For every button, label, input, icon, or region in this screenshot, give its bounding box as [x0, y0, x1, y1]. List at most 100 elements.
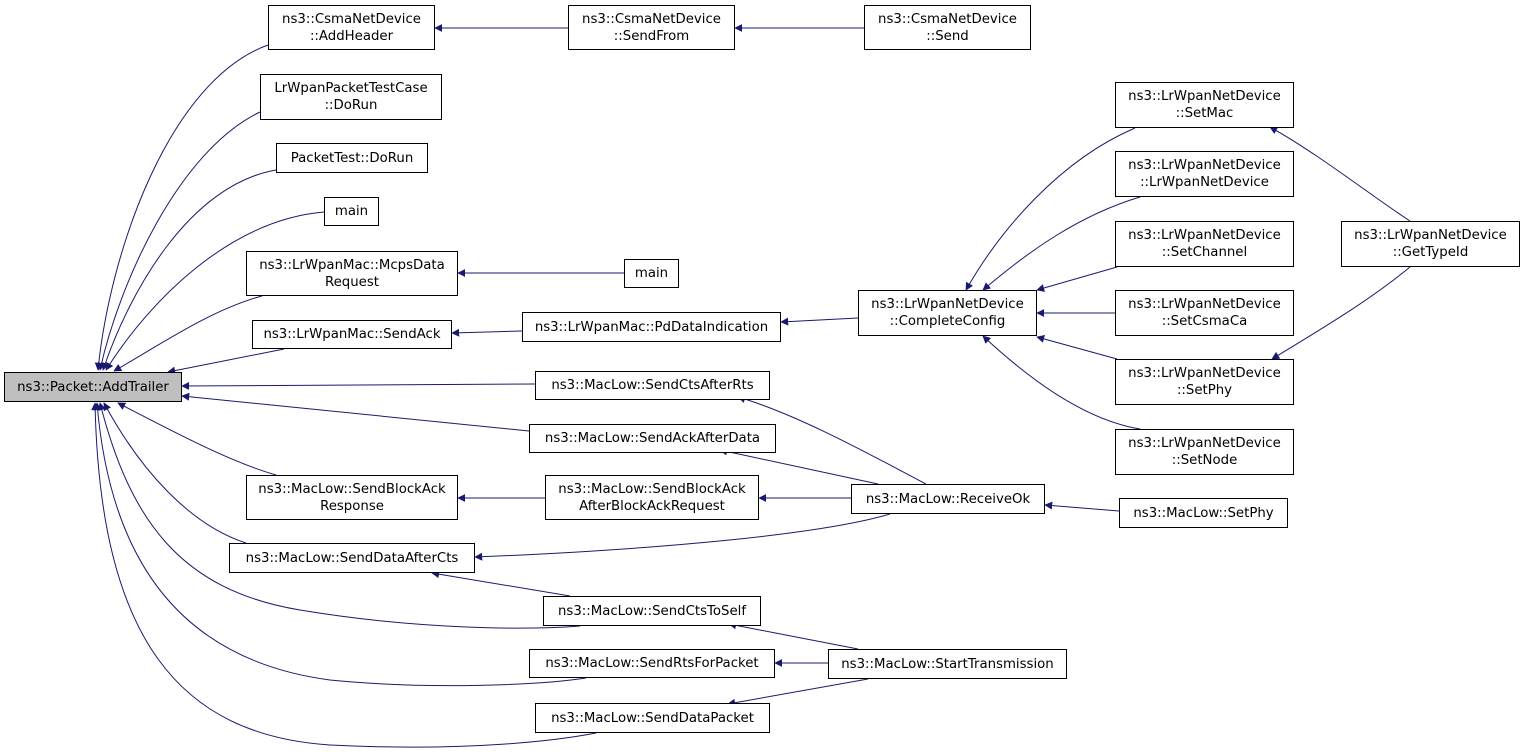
node-label: PacketTest::DoRun	[290, 150, 414, 166]
node-label: ::DoRun	[324, 98, 378, 113]
node-label: ns3::LrWpanMac::PdDataIndication	[534, 319, 769, 335]
node-send-data-packet[interactable]: ns3::MacLow::SendDataPacket	[535, 703, 770, 733]
node-label: ns3::MacLow::SendDataAfterCts	[245, 550, 459, 566]
node-maclow-set-phy[interactable]: ns3::MacLow::SetPhy	[1119, 498, 1288, 528]
node-main-1[interactable]: main	[324, 197, 379, 226]
edge-pd-to-send-ack	[451, 328, 523, 337]
node-label: ::SetChannel	[1161, 245, 1248, 260]
node-set-node[interactable]: ns3::LrWpanNetDevice ::SetNode	[1115, 429, 1294, 475]
node-label: ns3::LrWpanNetDevice	[1128, 158, 1281, 173]
node-block-ack-after-request[interactable]: ns3::MacLow::SendBlockAck AfterBlockAckR…	[545, 475, 759, 520]
edge-set-phy-to-complete-config	[1036, 335, 1118, 360]
node-label: ns3::LrWpanNetDevice	[1128, 228, 1281, 243]
edge-get-type-id-to-set-mac	[1269, 126, 1411, 222]
node-label: ns3::LrWpanNetDevice	[1128, 297, 1281, 312]
node-label: ns3::MacLow::SendDataPacket	[551, 710, 754, 726]
edge-receive-ok-to-ack-after-data	[719, 447, 879, 485]
edge-block-ack-response-to-trailer	[117, 402, 277, 476]
edge-cts-to-self-to-trailer	[97, 402, 581, 629]
edge-set-mac-to-complete-config	[965, 127, 1136, 291]
node-label: ns3::MacLow::SendAckAfterData	[544, 431, 761, 446]
node-send-ack[interactable]: ns3::LrWpanMac::SendAck	[252, 320, 452, 349]
node-label: ns3::LrWpanNetDevice	[1128, 436, 1281, 451]
edge-data-packet-to-trailer	[91, 402, 597, 748]
node-label: ::AddHeader	[309, 28, 394, 44]
node-label: ns3::CsmaNetDevice	[282, 11, 421, 27]
node-label: LrWpanPacketTestCase	[274, 81, 428, 96]
edge-get-type-id-to-set-phy	[1271, 266, 1411, 360]
node-csma-add-header[interactable]: ns3::CsmaNetDevice ::AddHeader	[268, 5, 435, 50]
node-send-rts-for-packet[interactable]: ns3::MacLow::SendRtsForPacket	[529, 649, 775, 678]
node-get-type-id[interactable]: ns3::LrWpanNetDevice ::GetTypeId	[1341, 221, 1520, 267]
node-label: AfterBlockAckRequest	[579, 498, 725, 514]
node-label: ::CompleteConfig	[889, 314, 1006, 329]
edge-main1-to-trailer	[105, 211, 325, 371]
node-label: ns3::Packet::AddTrailer	[17, 379, 169, 395]
node-csma-send-from[interactable]: ns3::CsmaNetDevice ::SendFrom	[568, 5, 735, 50]
node-label: ns3::LrWpanNetDevice	[1128, 89, 1281, 104]
node-label: ns3::LrWpanNetDevice	[1354, 228, 1507, 243]
edge-ack-after-data-to-trailer	[181, 392, 530, 432]
node-label: Request	[324, 274, 379, 290]
node-set-mac[interactable]: ns3::LrWpanNetDevice ::SetMac	[1115, 82, 1294, 128]
edge-rts-for-packet-to-trailer	[93, 402, 587, 687]
node-packet-test[interactable]: PacketTest::DoRun	[276, 143, 428, 173]
node-label: ::SetNode	[1171, 453, 1238, 468]
edge-lrwpan-test-to-trailer	[97, 111, 261, 371]
edge-data-after-cts-to-trailer	[103, 402, 247, 544]
edge-start-tx-to-cts-to-self	[728, 621, 859, 650]
node-label: ns3::MacLow::SendBlockAck	[258, 481, 446, 497]
node-lrwpan-packet-test[interactable]: LrWpanPacketTestCase ::DoRun	[260, 74, 442, 120]
node-set-csma-ca[interactable]: ns3::LrWpanNetDevice ::SetCsmaCa	[1115, 290, 1294, 336]
node-block-ack-response[interactable]: ns3::MacLow::SendBlockAck Response	[246, 475, 458, 520]
node-label: ns3::MacLow::SetPhy	[1133, 505, 1274, 521]
node-label: ns3::LrWpanNetDevice	[1128, 366, 1281, 381]
edge-cts-after-rts-to-trailer	[181, 381, 536, 390]
node-label: ns3::MacLow::SendCtsToSelf	[557, 603, 747, 619]
edge-ctor-to-complete-config	[982, 196, 1141, 291]
node-complete-config[interactable]: ns3::LrWpanNetDevice ::CompleteConfig	[858, 290, 1037, 336]
edge-cts-to-self-to-data-after-cts	[431, 570, 571, 597]
node-set-channel[interactable]: ns3::LrWpanNetDevice ::SetChannel	[1115, 221, 1294, 267]
node-label: ::SetPhy	[1176, 383, 1233, 398]
edge-send-ack-to-trailer	[167, 348, 285, 375]
node-label: ::Send	[926, 28, 969, 44]
node-receive-ok[interactable]: ns3::MacLow::ReceiveOk	[851, 484, 1045, 514]
edge-set-channel-to-complete-config	[1036, 266, 1118, 292]
node-label: ::SetMac	[1175, 106, 1234, 121]
node-label: ::GetTypeId	[1392, 245, 1469, 260]
node-start-transmission[interactable]: ns3::MacLow::StartTransmission	[828, 649, 1067, 679]
node-label: ns3::LrWpanNetDevice	[871, 297, 1024, 312]
node-label: ns3::LrWpanMac::SendAck	[263, 327, 441, 342]
node-label: ns3::MacLow::StartTransmission	[841, 656, 1054, 672]
node-label: ns3::CsmaNetDevice	[582, 11, 721, 27]
edge-packet-test-to-trailer	[101, 169, 277, 371]
node-send-ack-after-data[interactable]: ns3::MacLow::SendAckAfterData	[529, 424, 776, 453]
node-lrwpan-set-phy[interactable]: ns3::LrWpanNetDevice ::SetPhy	[1115, 359, 1294, 405]
node-label: ns3::LrWpanMac::McpsData	[259, 257, 445, 273]
node-pd-data-indication[interactable]: ns3::LrWpanMac::PdDataIndication	[522, 312, 781, 342]
node-label: main	[634, 266, 669, 281]
node-label: ns3::CsmaNetDevice	[878, 11, 1017, 27]
node-label: ::LrWpanNetDevice	[1140, 175, 1269, 190]
node-label: ns3::MacLow::SendCtsAfterRts	[551, 378, 754, 393]
node-send-cts-to-self[interactable]: ns3::MacLow::SendCtsToSelf	[543, 596, 761, 626]
node-send-data-after-cts[interactable]: ns3::MacLow::SendDataAfterCts	[229, 543, 475, 573]
edge-set-phy-to-receive-ok	[1044, 501, 1120, 512]
node-mcps-data-request[interactable]: ns3::LrWpanMac::McpsData Request	[246, 251, 458, 296]
node-send-cts-after-rts[interactable]: ns3::MacLow::SendCtsAfterRts	[535, 371, 770, 400]
edge-complete-config-to-pd	[780, 317, 859, 326]
node-main-2[interactable]: main	[624, 259, 679, 288]
edge-receive-ok-to-cts-after-rts	[737, 395, 927, 485]
node-label: ::SendFrom	[613, 28, 690, 44]
node-add-trailer: ns3::Packet::AddTrailer	[4, 372, 182, 402]
node-label: ns3::MacLow::SendBlockAck	[558, 481, 746, 497]
edge-receive-ok-to-data-after-cts	[474, 513, 891, 561]
node-label: ::SetCsmaCa	[1161, 314, 1248, 329]
node-label: ns3::MacLow::ReceiveOk	[865, 491, 1031, 507]
edge-set-node-to-complete-config	[982, 335, 1141, 430]
edge-start-tx-to-data-packet	[727, 678, 869, 707]
node-label: ns3::MacLow::SendRtsForPacket	[545, 656, 759, 671]
node-lrwpan-constructor[interactable]: ns3::LrWpanNetDevice ::LrWpanNetDevice	[1115, 151, 1294, 197]
node-csma-send[interactable]: ns3::CsmaNetDevice ::Send	[864, 5, 1031, 50]
